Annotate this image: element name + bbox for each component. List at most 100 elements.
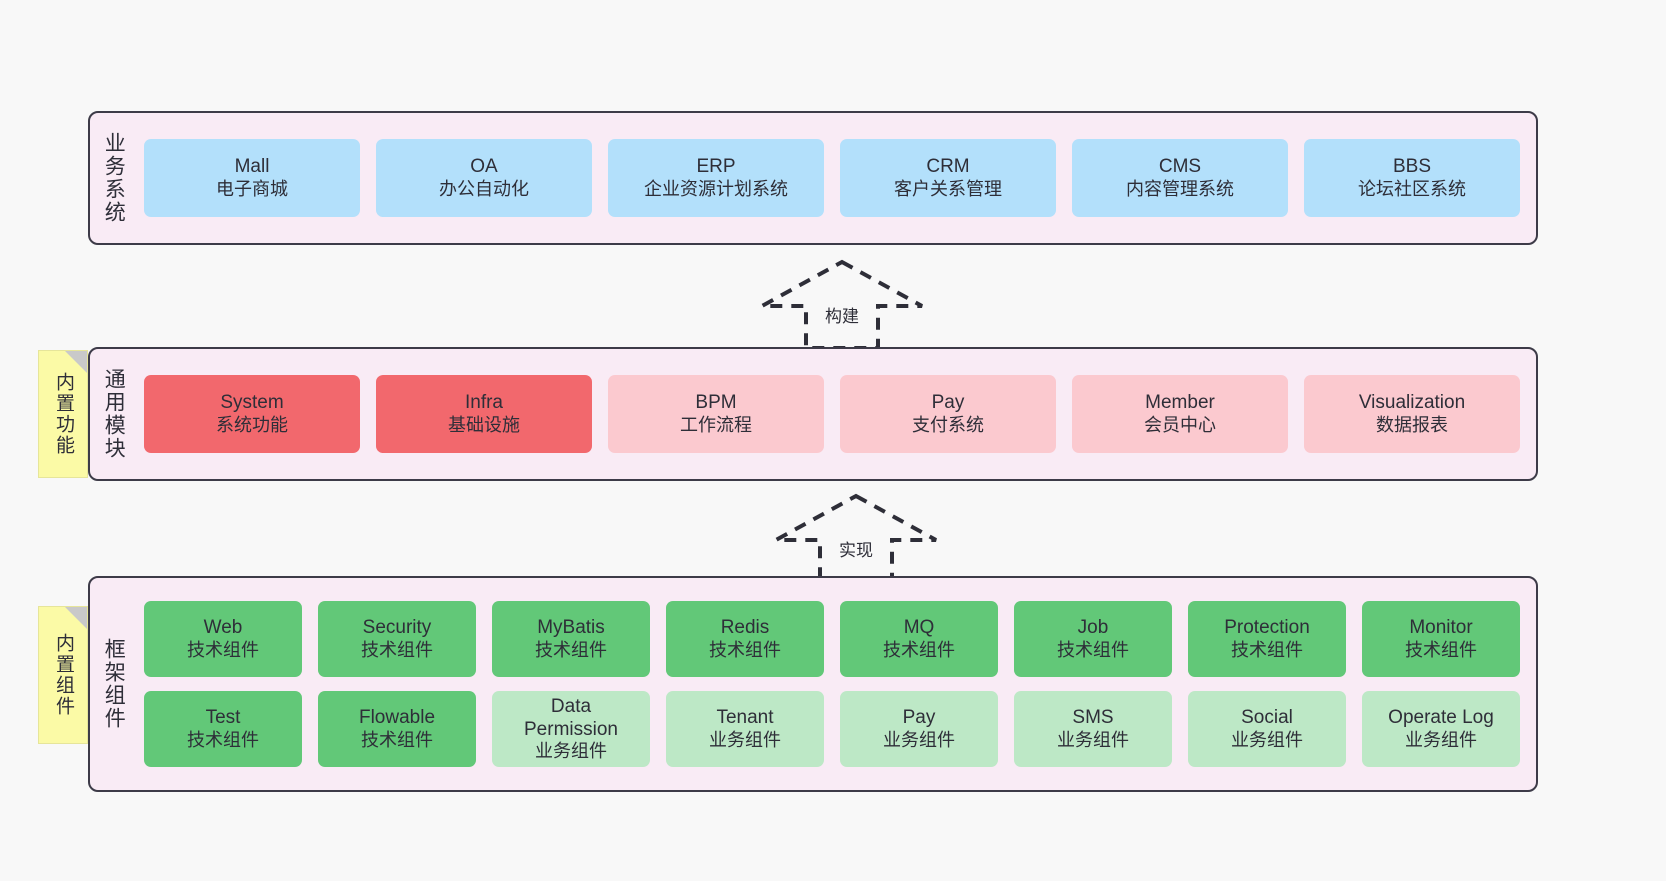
card-protection[interactable]: Protection 技术组件	[1188, 601, 1346, 677]
card-infra[interactable]: Infra 基础设施	[376, 375, 592, 453]
card-mq[interactable]: MQ 技术组件	[840, 601, 998, 677]
card-subtitle: 业务组件	[535, 741, 607, 762]
card-row: System 系统功能 Infra 基础设施 BPM 工作流程 Pay 支付系统…	[144, 375, 1520, 453]
card-subtitle: 业务组件	[883, 729, 955, 750]
card-title: MQ	[903, 617, 935, 639]
card-row: Test 技术组件 Flowable 技术组件 Data Permission …	[144, 691, 1520, 767]
card-title: CMS	[1158, 156, 1202, 178]
note-label: 内置功能	[53, 372, 75, 456]
card-title: MyBatis	[537, 617, 605, 639]
card-subtitle: 论坛社区系统	[1358, 178, 1466, 199]
card-subtitle: 技术组件	[535, 639, 607, 660]
card-subtitle: 基础设施	[448, 414, 520, 435]
layer-framework-components: 框架组件 Web 技术组件 Security 技术组件 MyBatis 技术组件…	[88, 576, 1538, 792]
card-title: Security	[362, 617, 432, 639]
card-subtitle: 内容管理系统	[1126, 178, 1234, 199]
card-subtitle: 电子商城	[216, 178, 288, 199]
card-title: Member	[1145, 392, 1215, 414]
card-redis[interactable]: Redis 技术组件	[666, 601, 824, 677]
card-title: CRM	[926, 156, 970, 178]
card-sms[interactable]: SMS 业务组件	[1014, 691, 1172, 767]
card-title: Operate Log	[1388, 707, 1494, 729]
card-title: Mall	[234, 156, 270, 178]
card-title: ERP	[696, 156, 736, 178]
card-flowable[interactable]: Flowable 技术组件	[318, 691, 476, 767]
card-subtitle: 技术组件	[361, 729, 433, 750]
layer-business-systems: 业务系统 Mall 电子商城 OA 办公自动化 ERP 企业资源计划系统 CRM…	[88, 111, 1538, 245]
card-title: Protection	[1224, 617, 1310, 639]
layer-body-framework-components: Web 技术组件 Security 技术组件 MyBatis 技术组件 Redi…	[136, 578, 1536, 790]
card-job[interactable]: Job 技术组件	[1014, 601, 1172, 677]
layer-title-business-systems: 业务系统	[102, 132, 126, 224]
card-system[interactable]: System 系统功能	[144, 375, 360, 453]
card-title-line2: Permission	[524, 719, 618, 741]
card-title: Redis	[720, 617, 770, 639]
card-crm[interactable]: CRM 客户关系管理	[840, 139, 1056, 217]
note-builtin-components: 内置组件	[38, 606, 88, 744]
card-title: Web	[203, 617, 243, 639]
card-subtitle: 工作流程	[680, 414, 752, 435]
card-data-permission[interactable]: Data Permission 业务组件	[492, 691, 650, 767]
card-erp[interactable]: ERP 企业资源计划系统	[608, 139, 824, 217]
card-social[interactable]: Social 业务组件	[1188, 691, 1346, 767]
card-subtitle: 业务组件	[1057, 729, 1129, 750]
layer-title-framework-components: 框架组件	[102, 638, 126, 730]
card-subtitle: 数据报表	[1376, 414, 1448, 435]
card-title: Tenant	[716, 707, 774, 729]
card-row: Mall 电子商城 OA 办公自动化 ERP 企业资源计划系统 CRM 客户关系…	[144, 139, 1520, 217]
card-title: Job	[1077, 617, 1109, 639]
card-title: SMS	[1072, 707, 1114, 729]
card-subtitle: 技术组件	[1231, 639, 1303, 660]
card-title: Pay	[931, 392, 965, 414]
card-subtitle: 技术组件	[1057, 639, 1129, 660]
folded-corner-icon	[65, 607, 87, 629]
arrow-implement: 实现	[772, 492, 940, 584]
card-visualization[interactable]: Visualization 数据报表	[1304, 375, 1520, 453]
layer-body-common-modules: System 系统功能 Infra 基础设施 BPM 工作流程 Pay 支付系统…	[136, 349, 1536, 479]
card-subtitle: 系统功能	[216, 414, 288, 435]
card-title: Visualization	[1358, 392, 1466, 414]
card-subtitle: 会员中心	[1144, 414, 1216, 435]
card-mybatis[interactable]: MyBatis 技术组件	[492, 601, 650, 677]
note-label: 内置组件	[53, 633, 75, 717]
card-operate-log[interactable]: Operate Log 业务组件	[1362, 691, 1520, 767]
card-subtitle: 客户关系管理	[894, 178, 1002, 199]
card-title: Monitor	[1409, 617, 1473, 639]
card-subtitle: 企业资源计划系统	[644, 178, 788, 199]
card-title: BPM	[695, 392, 737, 414]
folded-corner-icon	[65, 351, 87, 373]
card-pay-component[interactable]: Pay 业务组件	[840, 691, 998, 767]
card-title: Social	[1241, 707, 1293, 729]
card-test[interactable]: Test 技术组件	[144, 691, 302, 767]
card-bpm[interactable]: BPM 工作流程	[608, 375, 824, 453]
card-security[interactable]: Security 技术组件	[318, 601, 476, 677]
card-monitor[interactable]: Monitor 技术组件	[1362, 601, 1520, 677]
arrow-build-label: 构建	[825, 307, 859, 326]
layer-common-modules: 通用模块 System 系统功能 Infra 基础设施 BPM 工作流程 Pay…	[88, 347, 1538, 481]
card-cms[interactable]: CMS 内容管理系统	[1072, 139, 1288, 217]
layer-title-common-modules: 通用模块	[102, 368, 126, 460]
card-mall[interactable]: Mall 电子商城	[144, 139, 360, 217]
card-title: Test	[205, 707, 241, 729]
arrow-implement-label: 实现	[839, 541, 873, 560]
card-title: Data	[550, 695, 592, 717]
card-subtitle: 办公自动化	[439, 178, 529, 199]
card-subtitle: 技术组件	[883, 639, 955, 660]
card-subtitle: 业务组件	[1405, 729, 1477, 750]
card-subtitle: 业务组件	[1231, 729, 1303, 750]
card-title: Infra	[464, 392, 504, 414]
arrow-build: 构建	[758, 258, 926, 350]
card-pay[interactable]: Pay 支付系统	[840, 375, 1056, 453]
card-web[interactable]: Web 技术组件	[144, 601, 302, 677]
card-subtitle: 技术组件	[709, 639, 781, 660]
card-subtitle: 技术组件	[361, 639, 433, 660]
card-title: OA	[470, 156, 498, 178]
card-oa[interactable]: OA 办公自动化	[376, 139, 592, 217]
card-subtitle: 技术组件	[1405, 639, 1477, 660]
card-member[interactable]: Member 会员中心	[1072, 375, 1288, 453]
card-bbs[interactable]: BBS 论坛社区系统	[1304, 139, 1520, 217]
layer-body-business-systems: Mall 电子商城 OA 办公自动化 ERP 企业资源计划系统 CRM 客户关系…	[136, 113, 1536, 243]
card-subtitle: 业务组件	[709, 729, 781, 750]
card-tenant[interactable]: Tenant 业务组件	[666, 691, 824, 767]
